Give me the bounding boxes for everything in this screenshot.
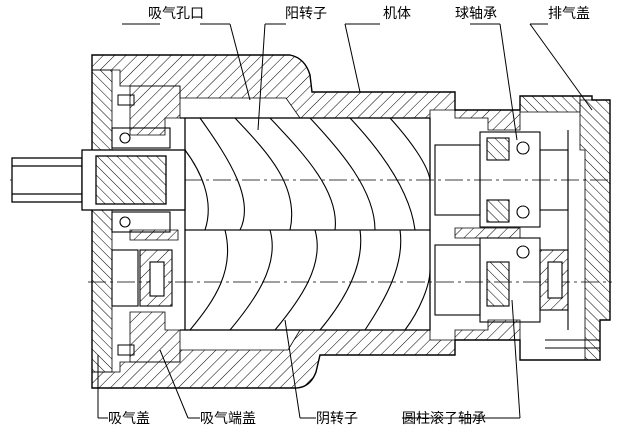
male-rotor: [184, 117, 431, 231]
label-suction-port: 吸气孔口: [148, 6, 204, 22]
label-machine-body: 机体: [383, 6, 411, 22]
label-suction-end-cover: 吸气端盖: [200, 411, 256, 427]
discharge-bearings: [434, 130, 569, 330]
housing-hatch: [91, 54, 611, 389]
female-rotor: [184, 229, 431, 331]
fasteners: [117, 94, 600, 356]
label-male-rotor: 阳转子: [285, 6, 327, 22]
label-ball-bearing: 球轴承: [455, 6, 497, 22]
rotor-bore: [180, 117, 431, 331]
suction-bearings: [111, 127, 173, 307]
label-suction-cover: 吸气盖: [108, 411, 150, 427]
input-shaft: [11, 149, 186, 211]
leader-lines: [97, 23, 593, 419]
label-discharge-cover: 排气盖: [548, 6, 590, 22]
label-female-rotor: 阴转子: [316, 411, 358, 427]
label-cylindrical-roller-bearing: 圆柱滚子轴承: [402, 411, 486, 427]
